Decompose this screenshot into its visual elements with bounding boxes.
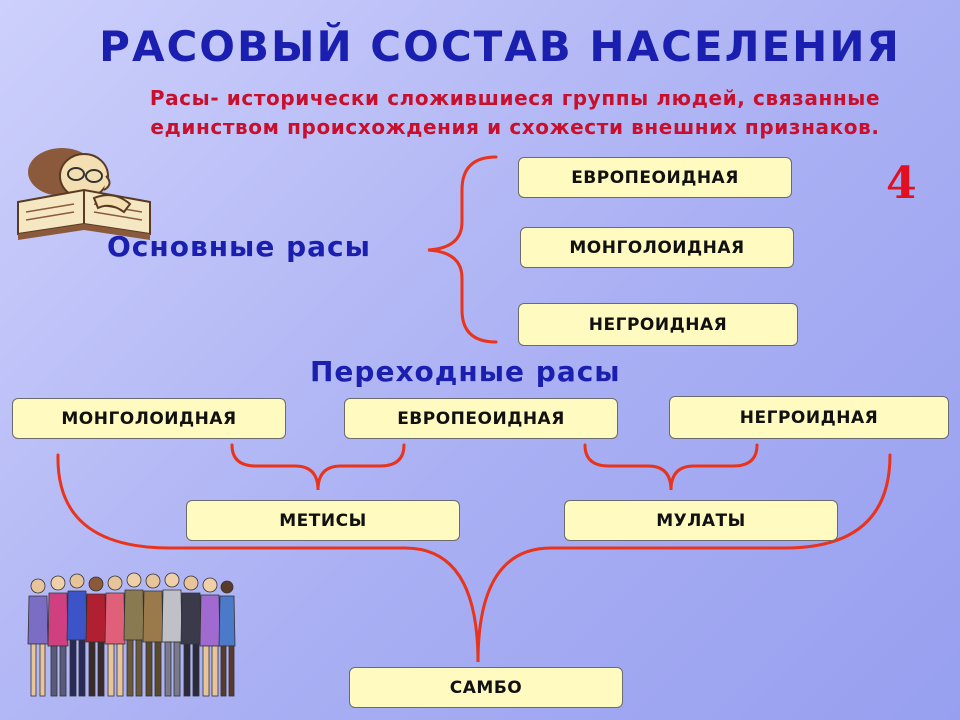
race-definition: Расы- исторически сложившиеся группы люд… [100,84,930,142]
mix-metis: МЕТИСЫ [186,500,460,541]
race-definition-line-2: единством происхождения и схожести внешн… [150,115,880,139]
scholar-reading-book-clipart [17,148,151,240]
main-race-negroid: НЕГРОИДНАЯ [518,303,798,346]
main-races-brace [427,155,498,344]
main-race-mongoloid: МОНГОЛОИДНАЯ [520,227,794,268]
transitional-races-heading: Переходные расы [310,355,621,388]
people-group-clipart [27,572,236,697]
parent-race-mongoloid: МОНГОЛОИДНАЯ [12,398,286,439]
mulatto-bracket [583,443,759,491]
metis-bracket [230,443,406,491]
slide-number: 4 [886,158,917,209]
main-races-heading: Основные расы [107,230,371,263]
sambo-bracket [56,453,892,663]
main-race-europeoid: ЕВРОПЕОИДНАЯ [518,157,792,198]
mix-sambo: САМБО [349,667,623,708]
mix-mulatto: МУЛАТЫ [564,500,838,541]
parent-race-negroid: НЕГРОИДНАЯ [669,396,949,439]
parent-race-europeoid: ЕВРОПЕОИДНАЯ [344,398,618,439]
page-title: РАСОВЫЙ СОСТАВ НАСЕЛЕНИЯ [99,22,901,71]
race-definition-line-1: Расы- исторически сложившиеся группы люд… [149,86,881,110]
